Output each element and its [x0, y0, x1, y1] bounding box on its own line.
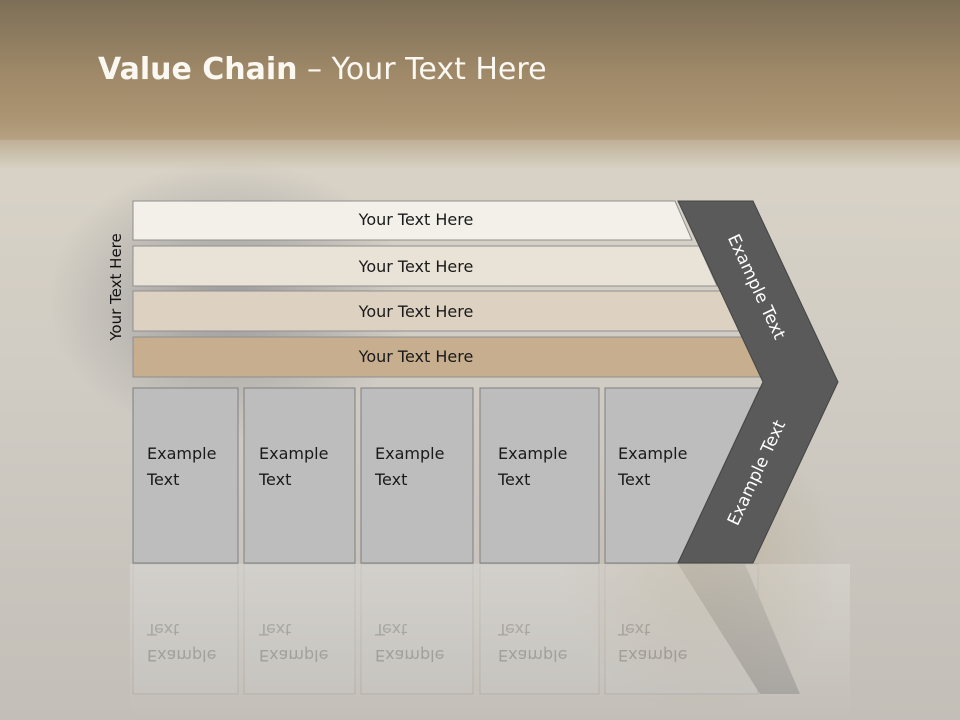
row-label-3: Your Text Here: [358, 302, 474, 321]
column-3-line-1: Example: [375, 444, 444, 463]
column-boxes: [132, 387, 761, 564]
column-5-line-2: Text: [617, 470, 650, 489]
column-1-line-1: Example: [147, 444, 216, 463]
column-2-line-1: Example: [259, 444, 328, 463]
title-rest: – Your Text Here: [297, 52, 547, 87]
header-band: [0, 0, 960, 140]
title-bold: Value Chain: [98, 52, 298, 87]
row-bars: [132, 200, 764, 378]
column-4-line-2: Text: [497, 470, 530, 489]
row-label-1: Your Text Here: [358, 210, 474, 229]
row-label-2: Your Text Here: [358, 257, 474, 276]
row-label-4: Your Text Here: [358, 347, 474, 366]
column-5-line-1: Example: [618, 444, 687, 463]
column-3-line-2: Text: [374, 470, 407, 489]
row-bar-1: [132, 200, 693, 241]
column-2-line-2: Text: [258, 470, 291, 489]
chevron-arrow: [677, 200, 839, 564]
row-labels: Your Text Here Your Text Here Your Text …: [358, 210, 474, 366]
column-box-3: [360, 387, 474, 564]
column-labels: Example Text Example Text Example Text E…: [146, 444, 687, 489]
column-box-2: [243, 387, 356, 564]
column-4-line-1: Example: [498, 444, 567, 463]
column-box-1: [132, 387, 239, 564]
diagram-reflection: Example Text Example Text Example Text E…: [130, 563, 850, 720]
column-1-line-2: Text: [146, 470, 179, 489]
row-bar-2: [132, 245, 718, 287]
slide-title: Value Chain – Your Text Here: [98, 52, 547, 87]
side-label: Your Text Here: [107, 233, 125, 341]
column-box-4: [479, 387, 600, 564]
